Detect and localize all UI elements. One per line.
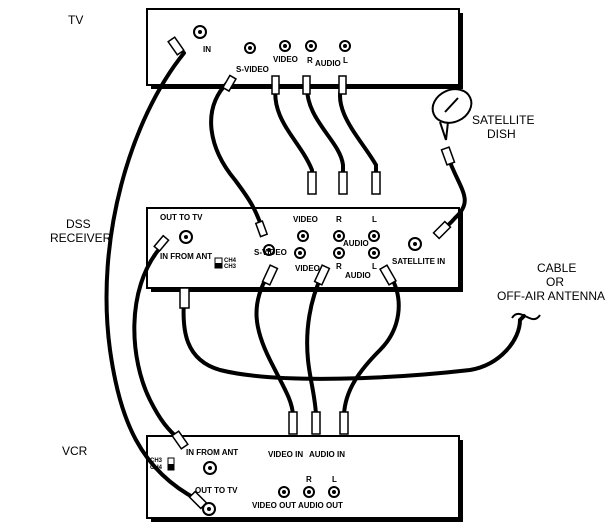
plug-tv-l — [338, 75, 347, 95]
vcr-video-out-label: VIDEO OUT — [252, 501, 296, 510]
tv-in-label: IN — [203, 45, 211, 54]
plug-tv-video — [271, 75, 280, 95]
tv-title: TV — [68, 13, 83, 27]
cable-dss-audio-l-to-vcr — [342, 273, 401, 417]
tv-box — [146, 8, 463, 89]
cable-s-video — [209, 80, 264, 230]
plug-dss-out-to-tv — [153, 234, 170, 252]
antenna-label-line2: OR — [546, 275, 564, 289]
plug-tv-in — [167, 36, 185, 56]
plug-dss-r-top — [338, 171, 348, 195]
cable-tv-audio-r — [304, 82, 345, 187]
dss-audio-top-label: AUDIO — [343, 239, 369, 248]
vcr-l-label: L — [332, 475, 337, 484]
dss-audio-bottom-label: AUDIO — [345, 271, 371, 280]
cable-vcr-out-to-tv-in — [104, 51, 200, 502]
dss-l-bottom-label: L — [372, 262, 377, 271]
dss-l-top-label: L — [372, 215, 377, 224]
vcr-ch3-label: CH3 — [150, 458, 163, 464]
vcr-out-to-tv-label: OUT TO TV — [195, 486, 238, 495]
satellite-label-line1: SATELLITE — [472, 113, 534, 127]
plug-dss-video-top — [307, 171, 317, 195]
dss-receiver-box — [146, 207, 463, 292]
vcr-ch4-label: CH4 — [150, 465, 163, 471]
cable-dss-to-vcr-antenna — [132, 246, 182, 442]
satellite-label-line2: DISH — [487, 127, 516, 141]
plug-vcr-audio-in-l — [339, 411, 349, 435]
dss-video-bottom-label: VIDEO — [295, 264, 320, 273]
cable-tv-audio-l — [337, 80, 378, 187]
dss-out-to-tv-label: OUT TO TV — [160, 213, 203, 222]
vcr-audio-in-label: AUDIO IN — [309, 450, 345, 459]
satellite-dish-icon — [431, 88, 473, 141]
dss-s-video-label: S-VIDEO — [254, 248, 287, 257]
dss-r-bottom-label: R — [336, 262, 342, 271]
antenna-label-line1: CABLE — [537, 261, 576, 275]
plug-vcr-audio-in-r — [311, 411, 321, 435]
dss-satellite-in-label: SATELLITE IN — [392, 257, 445, 266]
dss-r-top-label: R — [336, 215, 342, 224]
vcr-audio-out-label: AUDIO OUT — [298, 501, 343, 510]
plug-dss-r-bottom — [313, 264, 331, 286]
tv-s-video-label: S-VIDEO — [236, 65, 269, 74]
tv-audio-label: AUDIO — [315, 59, 341, 68]
vcr-in-from-ant-label: IN FROM ANT — [186, 448, 238, 457]
plug-satellite-dish — [440, 146, 456, 166]
plug-dss-satellite-in — [432, 220, 452, 240]
vcr-title: VCR — [62, 444, 88, 458]
tv-video-label: VIDEO — [273, 55, 298, 64]
plug-tv-r — [302, 75, 311, 95]
dss-video-top-label: VIDEO — [293, 215, 318, 224]
dss-in-from-ant-label: IN FROM ANT — [160, 252, 212, 261]
plug-vcr-video-in — [288, 411, 298, 435]
dss-channel-switch — [214, 257, 223, 269]
vcr-r-label: R — [306, 475, 312, 484]
vcr-channel-switch — [167, 457, 175, 471]
antenna-label-line3: OFF-AIR ANTENNA — [497, 289, 605, 303]
plug-dss-video-bottom — [261, 264, 279, 286]
plug-vcr-in-from-ant — [171, 430, 189, 450]
dss-ch3-label: CH3 — [224, 264, 237, 270]
cable-tv-video — [273, 82, 314, 187]
cable-dss-audio-r-to-vcr — [305, 273, 324, 417]
cable-dss-video-to-vcr — [254, 273, 295, 417]
plug-dss-l-bottom — [379, 264, 397, 286]
tv-r-label: R — [307, 56, 313, 65]
dss-title-line1: DSS — [66, 217, 91, 231]
dss-title-line2: RECEIVER — [50, 231, 112, 245]
plugs — [153, 36, 456, 510]
plug-tv-svideo — [221, 74, 237, 93]
antenna-wave-icon — [511, 312, 541, 321]
plug-dss-in-from-ant — [179, 287, 190, 309]
plug-dss-l-top — [371, 171, 381, 195]
cable-antenna — [181, 298, 526, 381]
dss-ch4-label: CH4 — [224, 258, 237, 264]
vcr-video-in-label: VIDEO IN — [268, 450, 303, 459]
plug-dss-svideo — [254, 220, 269, 238]
tv-l-label: L — [343, 56, 348, 65]
